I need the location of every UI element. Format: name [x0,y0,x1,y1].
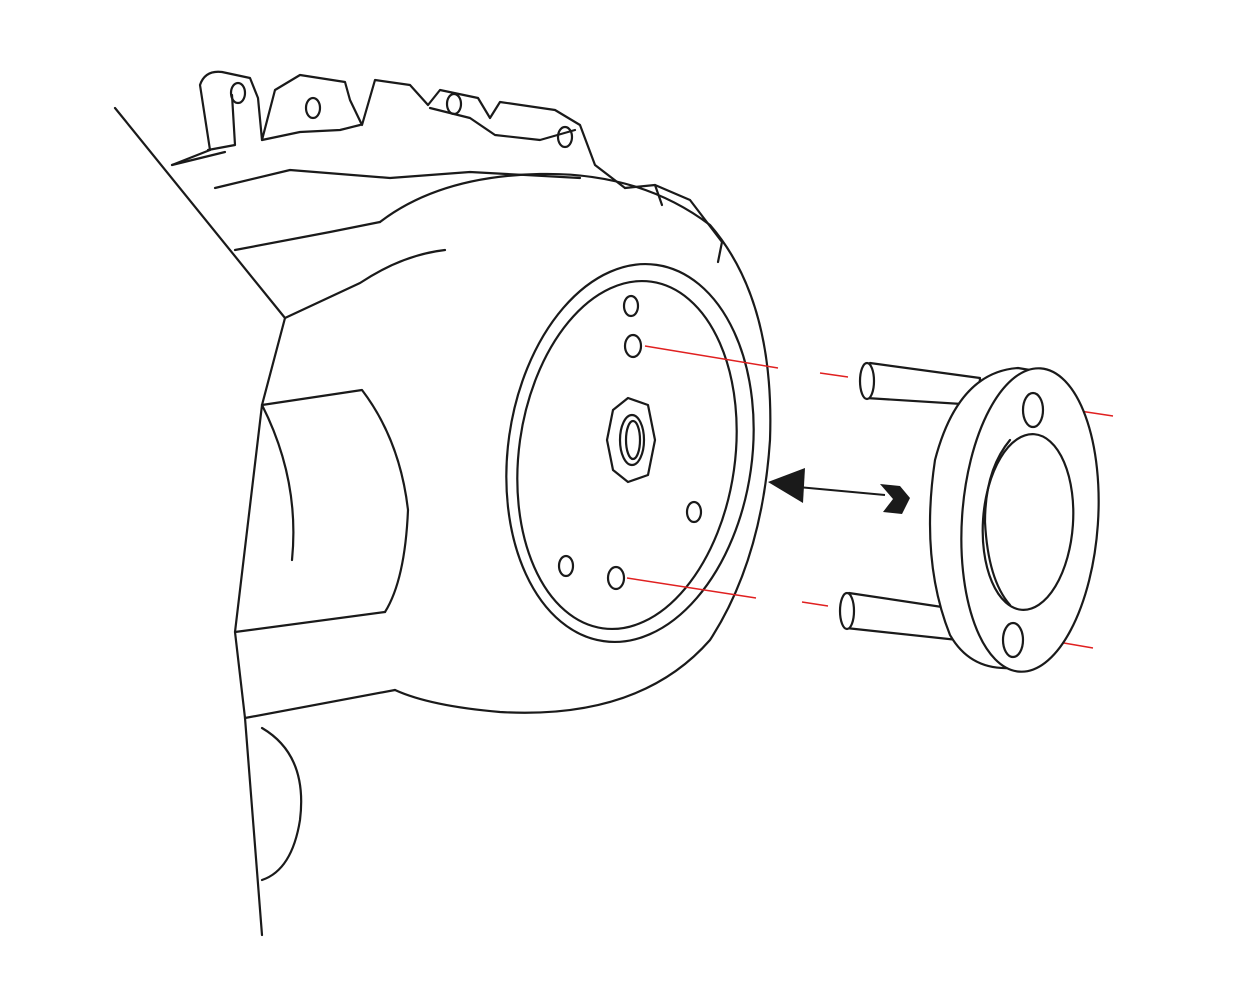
crankshaft-pulley [505,262,755,644]
tool-plate [960,367,1100,673]
pulley-hole-left [557,554,575,578]
tool-pin-lower [838,591,964,642]
tool-hole-lower [1001,621,1025,659]
guide-lower-gap [801,601,829,607]
arrow-fletching [880,484,910,514]
guide-upper-left [644,345,779,369]
tool-pin-upper [858,361,982,407]
engine-block [113,70,772,937]
pulley-hole-right [685,500,703,524]
tool-hole-upper [1021,391,1045,429]
guide-upper-gap [819,372,849,378]
pulley-hole-lower [606,565,626,591]
tool-center-bore [981,433,1075,611]
pulley-hole-top [622,294,640,318]
direction-arrow [768,468,910,514]
arrow-head [768,468,805,503]
pulley-hole-upper [623,333,643,359]
guide-lower-left [626,577,757,599]
holder-tool [838,361,1100,673]
arrow-shaft [797,486,886,496]
center-hex-nut [605,396,657,484]
